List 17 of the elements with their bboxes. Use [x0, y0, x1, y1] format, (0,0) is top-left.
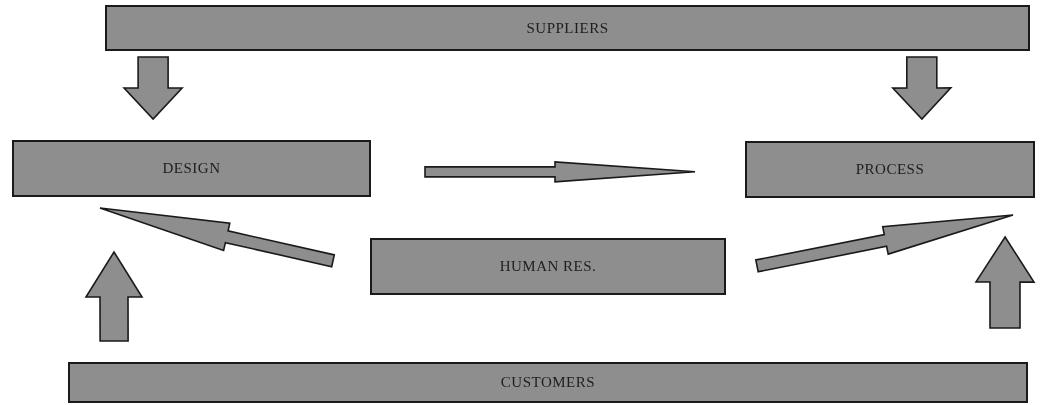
block-arrow	[99, 207, 336, 268]
box-label: DESIGN	[162, 160, 221, 177]
box-label: PROCESS	[855, 161, 925, 178]
process-box	[105, 5, 1030, 51]
box-label: CUSTOMERS	[500, 374, 596, 391]
process-box	[68, 362, 1028, 403]
block-arrow	[890, 56, 953, 121]
block-arrow	[754, 214, 1014, 273]
process-box	[370, 238, 726, 295]
block-arrow	[122, 56, 184, 121]
box-label: HUMAN RES.	[499, 258, 597, 275]
block-arrow	[974, 235, 1036, 329]
process-box	[745, 141, 1035, 198]
process-box	[12, 140, 371, 197]
box-label: SUPPLIERS	[526, 19, 609, 37]
block-arrow	[84, 250, 144, 342]
block-arrow	[424, 161, 696, 183]
